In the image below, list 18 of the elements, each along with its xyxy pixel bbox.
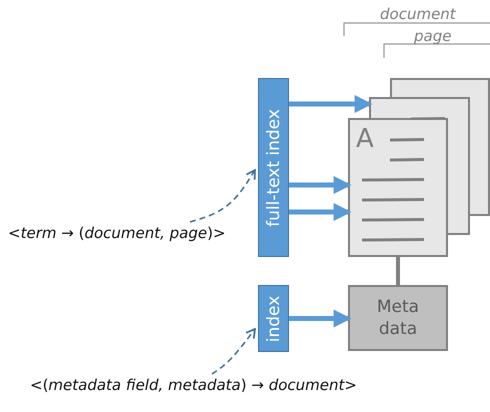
index-bar (258, 78, 289, 257)
mapping-label: <(metadata field, metadata) → document> (30, 376, 357, 394)
arrow (289, 310, 352, 328)
dashed-arrow (212, 328, 256, 375)
mapping-label: <term → (document, page)> (8, 224, 226, 242)
arrow (289, 95, 373, 113)
box-label: Meta data (376, 296, 420, 340)
arrow (289, 203, 352, 221)
dashed-arrow (190, 169, 256, 223)
connector-line (396, 257, 400, 285)
index-label: index (264, 295, 284, 342)
index-bar (258, 285, 289, 352)
metadata-box (348, 285, 448, 351)
index-label: full-text index (264, 108, 284, 226)
bracket-label: page (414, 27, 452, 45)
page-letter: A (356, 124, 374, 154)
bracket-label: document (380, 5, 456, 23)
arrow (289, 176, 352, 194)
